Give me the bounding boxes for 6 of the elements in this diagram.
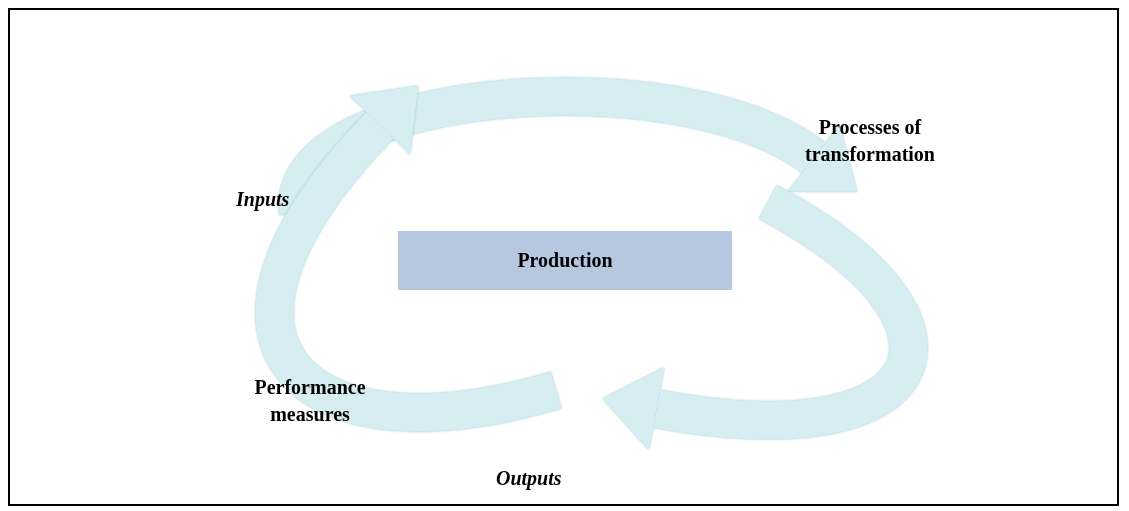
- text-label: Performance measures: [253, 375, 367, 427]
- node-label: Outputs: [496, 390, 600, 492]
- node-label: Processes of transformation: [730, 114, 970, 202]
- node-label: Inputs: [236, 80, 421, 213]
- process-box: Production: [398, 231, 732, 290]
- block-arrow: [602, 184, 928, 450]
